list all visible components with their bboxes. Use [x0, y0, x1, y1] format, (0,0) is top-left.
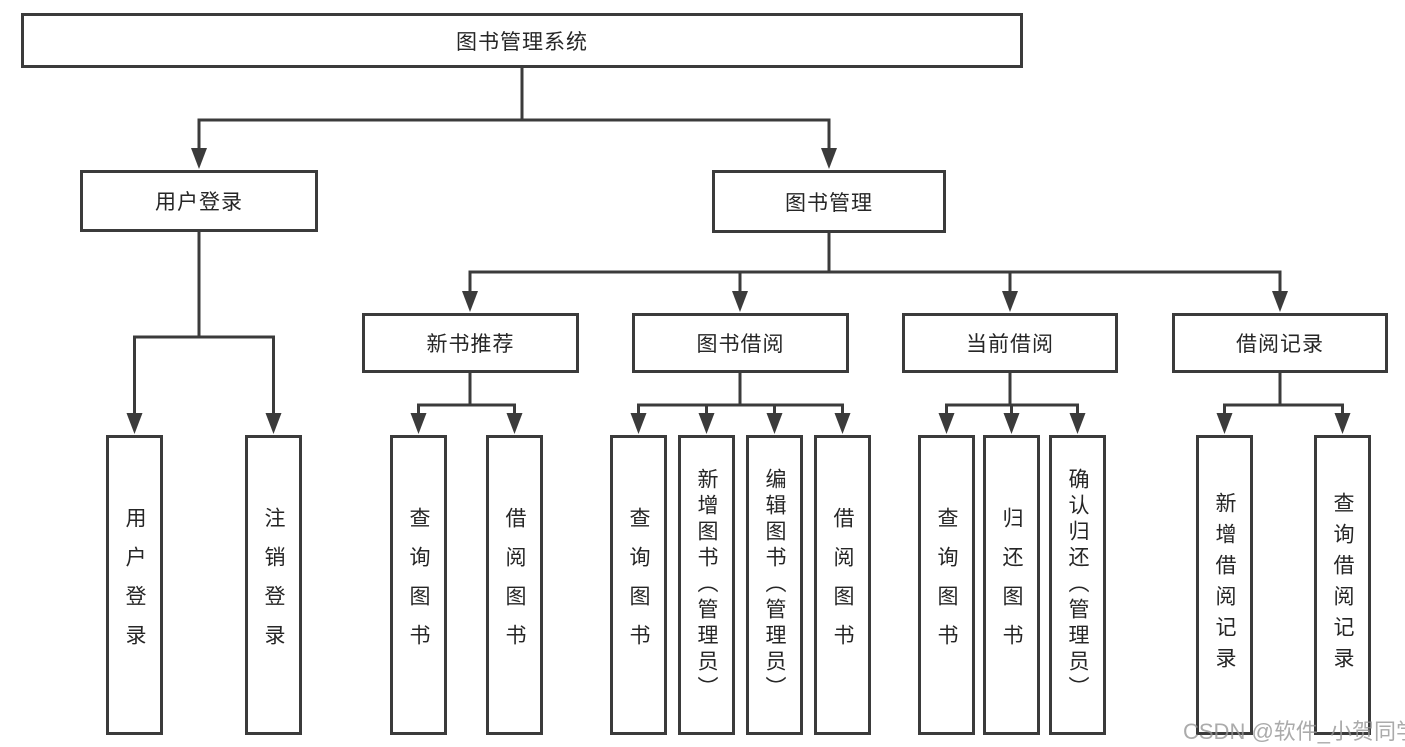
leaf-edit-books-admin: 编辑图书（管理员） [746, 435, 803, 735]
node-new-book-recommendation: 新书推荐 [362, 313, 579, 373]
watermark: CSDN @软件_小贺同学 [1183, 719, 1405, 744]
leaf-return-books-label: 归还图书 [1000, 507, 1023, 663]
node-root: 图书管理系统 [21, 13, 1023, 68]
leaf-add-borrow-record: 新增借阅记录 [1196, 435, 1253, 735]
leaf-logout: 注销登录 [245, 435, 302, 735]
leaf-borrow-books-borrow: 借阅图书 [814, 435, 871, 735]
leaf-query-books-borrow-label: 查询图书 [627, 507, 650, 663]
leaf-query-books-recommend-label: 查询图书 [407, 507, 430, 663]
node-borrowing-records: 借阅记录 [1172, 313, 1388, 373]
leaf-add-borrow-record-label: 新增借阅记录 [1213, 492, 1236, 678]
node-new-book-recommendation-label: 新书推荐 [426, 333, 515, 356]
leaf-user-login-label: 用户登录 [123, 507, 146, 663]
leaf-query-books-borrow: 查询图书 [610, 435, 667, 735]
node-book-borrowing-label: 图书借阅 [696, 333, 785, 356]
leaf-add-books-admin-label: 新增图书（管理员） [695, 468, 718, 702]
leaf-edit-books-admin-label: 编辑图书（管理员） [763, 468, 786, 702]
node-user-login: 用户登录 [80, 170, 318, 232]
leaf-confirm-return-admin: 确认归还（管理员） [1049, 435, 1106, 735]
node-book-management: 图书管理 [712, 170, 946, 233]
node-current-borrowing-label: 当前借阅 [966, 333, 1054, 356]
leaf-query-books-recommend: 查询图书 [390, 435, 447, 735]
node-current-borrowing: 当前借阅 [902, 313, 1118, 373]
leaf-query-borrow-record: 查询借阅记录 [1314, 435, 1371, 735]
leaf-query-books-current-label: 查询图书 [935, 507, 958, 663]
leaf-logout-label: 注销登录 [262, 507, 285, 663]
node-root-label: 图书管理系统 [456, 30, 588, 54]
leaf-query-books-current: 查询图书 [918, 435, 975, 735]
leaf-add-books-admin: 新增图书（管理员） [678, 435, 735, 735]
leaf-query-borrow-record-label: 查询借阅记录 [1331, 492, 1354, 678]
node-book-borrowing: 图书借阅 [632, 313, 849, 373]
node-user-login-label: 用户登录 [155, 191, 243, 214]
leaf-confirm-return-admin-label: 确认归还（管理员） [1066, 468, 1089, 702]
leaf-borrow-books-borrow-label: 借阅图书 [831, 507, 854, 663]
node-book-management-label: 图书管理 [785, 191, 873, 215]
leaf-borrow-books-recommend: 借阅图书 [486, 435, 543, 735]
leaf-borrow-books-recommend-label: 借阅图书 [503, 507, 526, 663]
node-borrowing-records-label: 借阅记录 [1236, 333, 1324, 356]
leaf-return-books: 归还图书 [983, 435, 1040, 735]
leaf-user-login: 用户登录 [106, 435, 163, 735]
